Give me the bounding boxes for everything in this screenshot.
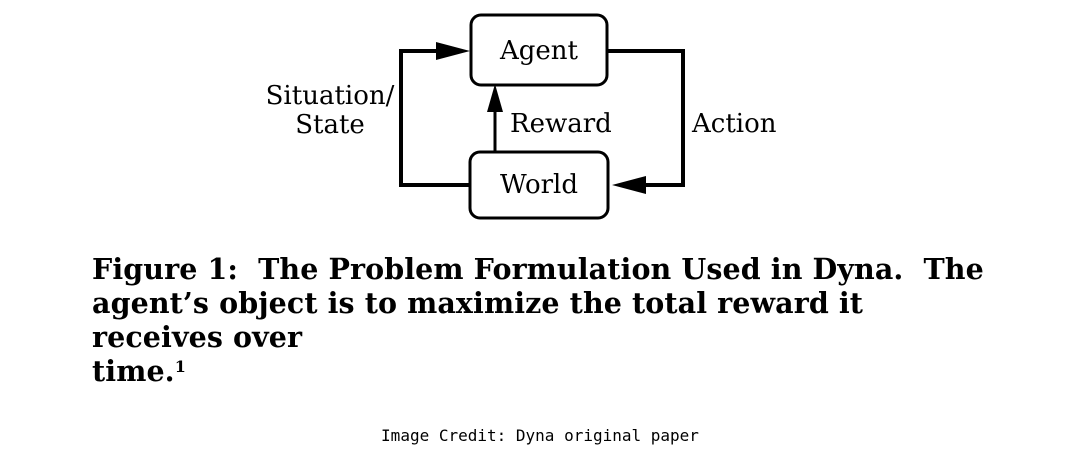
caption-line-3: time.: [92, 354, 175, 388]
world-label: World: [500, 170, 578, 200]
situation-label-line2: State: [295, 110, 365, 140]
situation-state-edge: [399, 49, 470, 187]
action-arrowhead: [612, 176, 646, 194]
reward-label: Reward: [510, 109, 612, 139]
agent-label: Agent: [499, 36, 579, 66]
situation-label-line1: Situation/: [266, 81, 395, 111]
reward-arrowhead: [487, 84, 503, 112]
dyna-diagram: Agent World Situation/ State Reward Acti…: [266, 13, 777, 220]
situation-state-arrowhead: [436, 42, 470, 60]
action-label: Action: [691, 109, 777, 139]
world-node: [468, 150, 610, 220]
agent-node: [469, 13, 609, 87]
figure-caption: Figure 1: The Problem Formulation Used i…: [92, 252, 992, 388]
action-edge: [608, 49, 685, 187]
caption-line-2: agent’s object is to maximize the total …: [92, 286, 864, 354]
caption-footnote-marker: 1: [174, 357, 186, 376]
image-credit: Image Credit: Dyna original paper: [381, 426, 699, 445]
caption-line-1: Figure 1: The Problem Formulation Used i…: [92, 252, 984, 286]
